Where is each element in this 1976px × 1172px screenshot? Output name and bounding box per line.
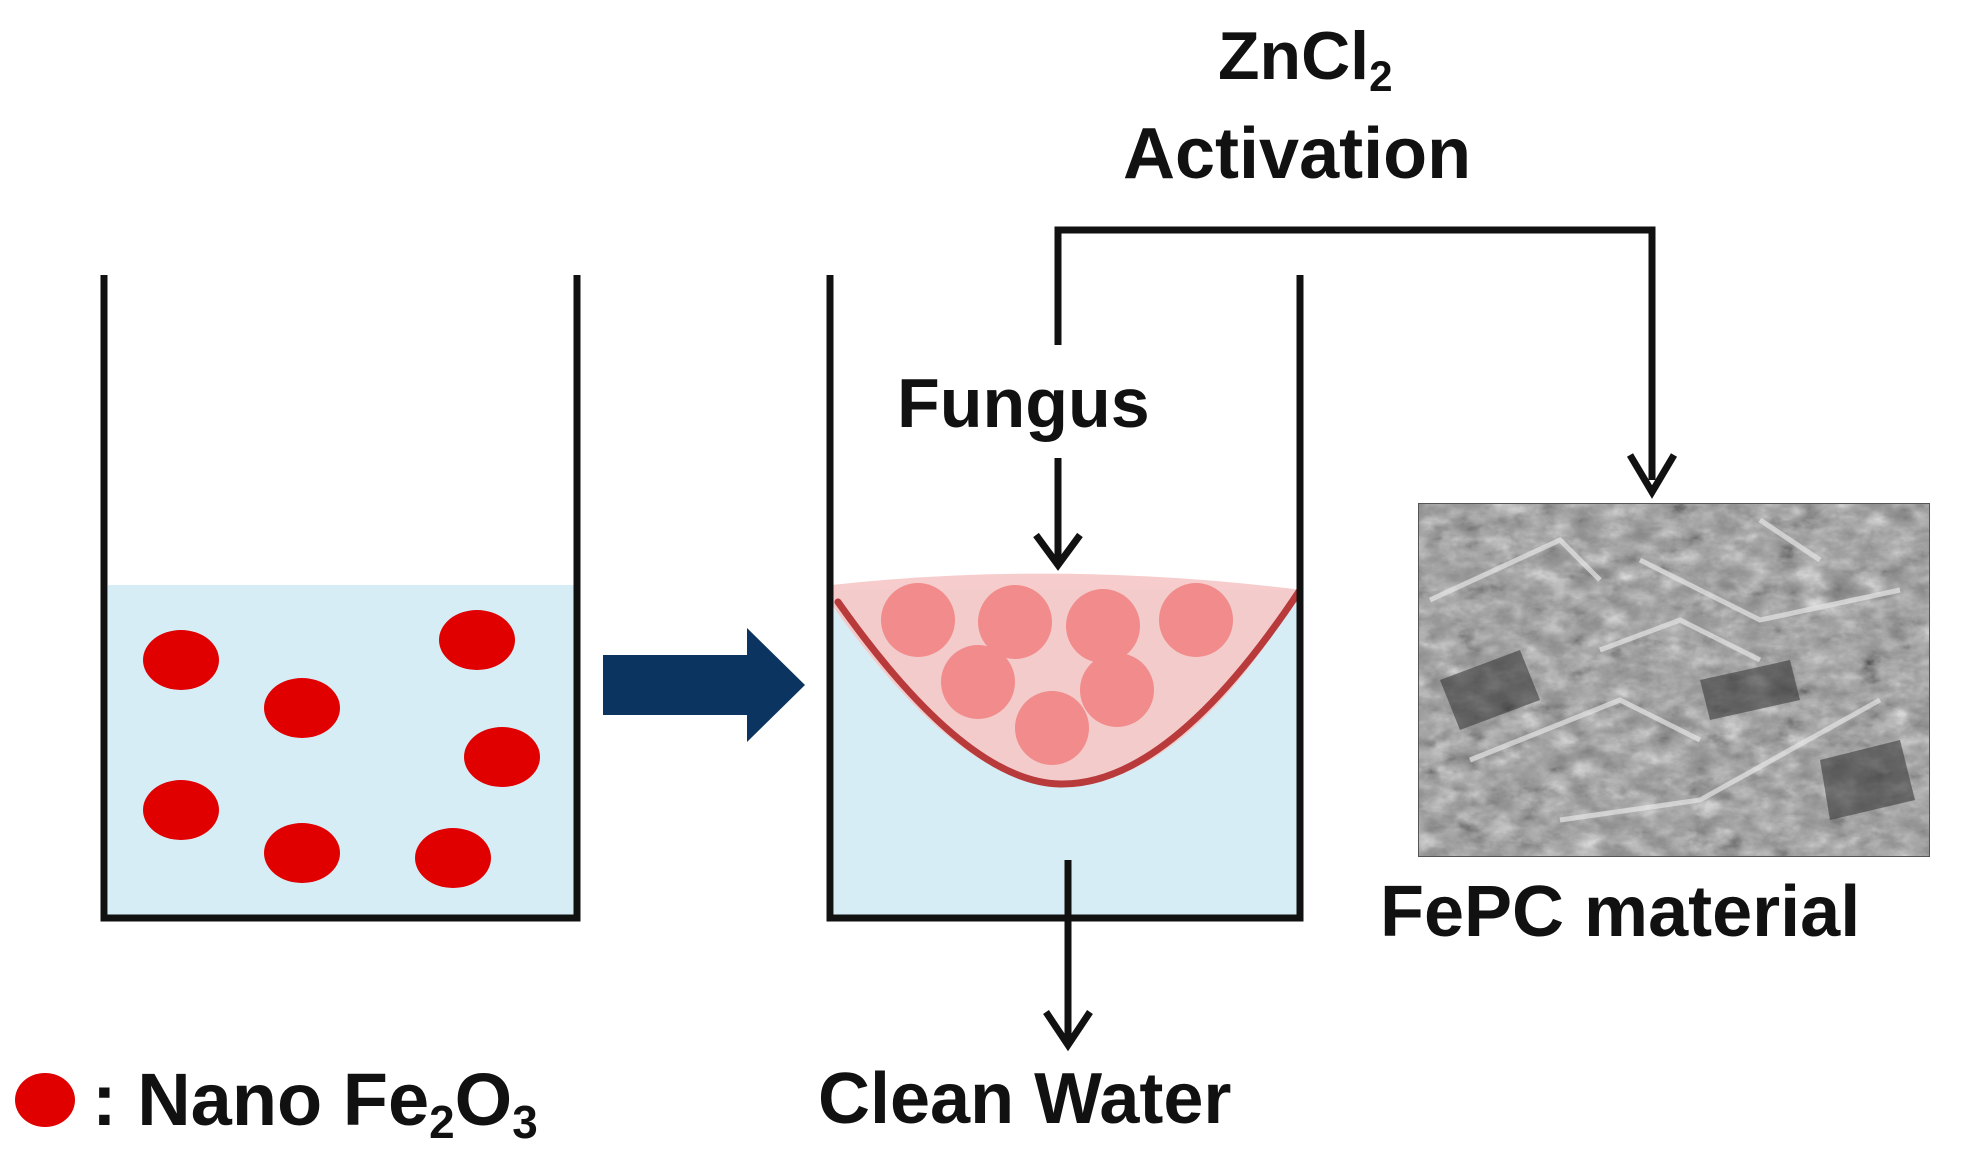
nanoparticle [439,610,515,670]
activation-label: Activation [1123,114,1472,194]
nanoparticle [264,823,340,883]
nanoparticle [143,780,219,840]
legend-sub-b: 3 [512,1095,538,1148]
adsorbed-nanoparticle [1015,691,1089,765]
adsorbed-nanoparticle [881,583,955,657]
legend-text-b: O [454,1058,513,1141]
nanoparticles-group [143,610,540,888]
adsorbed-nanoparticle [978,585,1052,659]
clean-water-arrowhead [1043,1010,1093,1052]
fepc-material-label: FePC material [1380,872,1861,952]
fungus-label: Fungus [897,364,1150,442]
activation-arrowhead [1626,453,1678,499]
legend-label: : Nano Fe2O3 [92,1063,538,1145]
clean-water-arrow [1043,860,1093,1052]
adsorbed-nanoparticle [1159,583,1233,657]
zncl2-subscript: 2 [1369,52,1393,100]
nanoparticle [143,630,219,690]
nanoparticle [415,828,491,888]
block-arrow-right-icon [603,628,805,742]
nanoparticle [464,727,540,787]
fungus-arrow [1033,458,1083,571]
legend-colon: : [92,1058,117,1141]
adsorbed-nanoparticle [1080,653,1154,727]
fungus-mat-outline [834,586,1304,788]
sem-micrograph-image [1418,503,1930,857]
beaker-left-outline [100,275,581,922]
adsorbed-nanoparticles-group [881,583,1233,765]
red-dot-icon [15,1073,75,1127]
activation-path [1054,226,1656,480]
adsorbed-nanoparticle [941,645,1015,719]
legend-text-a: Nano Fe [137,1058,430,1141]
zncl2-base: ZnCl [1218,18,1370,94]
adsorbed-nanoparticle [1066,589,1140,663]
beaker-left [100,275,581,922]
clean-water-label: Clean Water [818,1059,1232,1139]
legend-sub-a: 2 [429,1095,455,1148]
zncl2-label: ZnCl2 [1218,22,1393,97]
activation-connector [1054,226,1678,499]
nanoparticle [264,678,340,738]
fungus-arrowhead [1033,532,1083,571]
